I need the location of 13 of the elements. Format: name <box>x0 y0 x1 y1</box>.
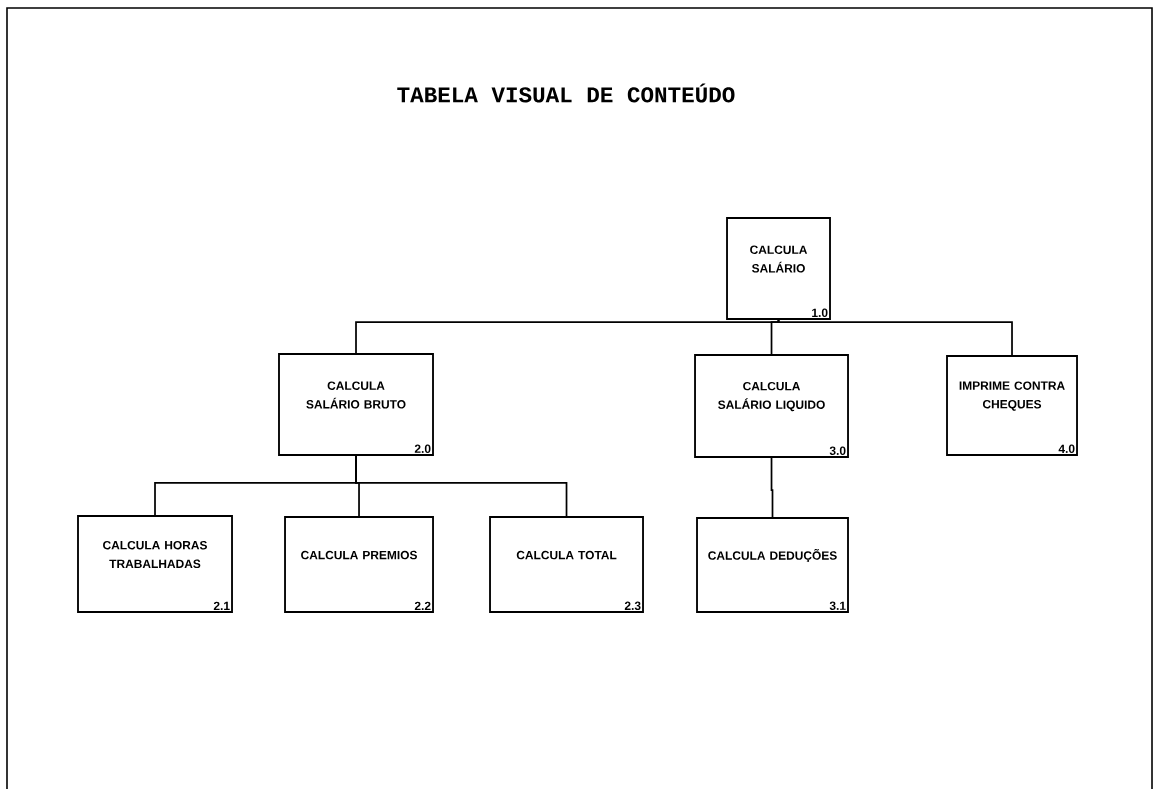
title: TABELA VISUAL DE CONTEÚDO <box>397 83 735 103</box>
connector-line <box>770 319 780 355</box>
process-box: CALCULA SALÁRIO LIQUIDO 3.0 <box>694 354 849 458</box>
process-box: CALCULA TOTAL 2.3 <box>489 516 644 613</box>
process-box: CALCULA SALÁRIO 1.0 <box>726 217 831 320</box>
connector-line <box>777 319 1013 356</box>
process-box: CALCULA HORAS TRABALHADAS 2.1 <box>77 515 233 613</box>
connector-line <box>770 457 774 518</box>
connector-line <box>355 455 568 517</box>
process-box: CALCULA SALÁRIO BRUTO 2.0 <box>278 353 434 456</box>
process-box: IMPRIME CONTRA CHEQUES 4.0 <box>946 355 1078 456</box>
process-box: CALCULA DEDUÇÕES 3.1 <box>696 517 849 613</box>
process-box: CALCULA PREMIOS 2.2 <box>284 516 434 613</box>
